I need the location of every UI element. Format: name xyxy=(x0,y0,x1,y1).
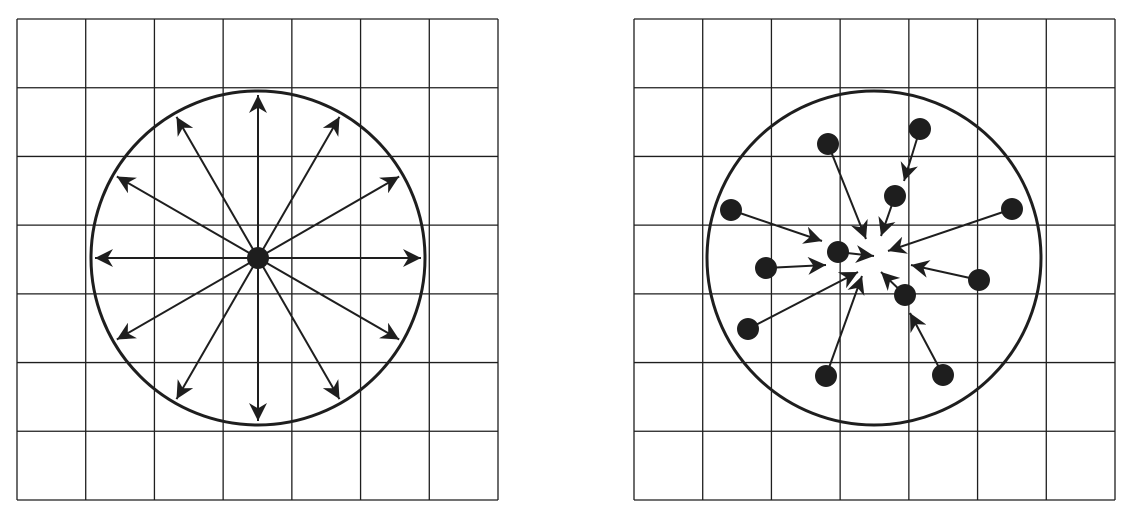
outward-arrow xyxy=(257,257,341,400)
particle-dot xyxy=(932,364,954,386)
outward-arrow xyxy=(116,257,259,341)
dispersal-panel xyxy=(16,18,499,501)
particle-dot xyxy=(737,318,759,340)
inward-arrow xyxy=(825,275,865,377)
outward-arrow xyxy=(175,257,259,400)
particle-dot xyxy=(817,133,839,155)
convergence-panel xyxy=(633,18,1116,501)
boundary-circle xyxy=(89,89,427,427)
inward-arrows xyxy=(730,128,1013,377)
particle-dot xyxy=(827,241,849,263)
particle-dot xyxy=(894,284,916,306)
grid xyxy=(633,18,1116,501)
particle-dot xyxy=(909,118,931,140)
boundary-circle xyxy=(705,89,1043,427)
inward-arrow xyxy=(730,209,823,244)
outward-arrow xyxy=(175,116,259,259)
outward-arrows xyxy=(95,95,421,421)
particle-dot xyxy=(884,185,906,207)
particle-dot xyxy=(720,199,742,221)
outward-arrow xyxy=(116,175,259,259)
outward-arrow xyxy=(257,116,341,259)
outward-arrow xyxy=(257,175,400,259)
particle-dot xyxy=(815,365,837,387)
inward-arrow xyxy=(887,208,1013,254)
outward-arrow xyxy=(257,257,400,341)
inward-arrow xyxy=(747,271,859,330)
particle-dot xyxy=(968,269,990,291)
particle-dots xyxy=(720,118,1023,387)
center-dot xyxy=(247,247,269,269)
inward-arrow xyxy=(909,312,944,376)
particle-dot xyxy=(755,257,777,279)
inward-arrow xyxy=(827,143,868,240)
particle-dot xyxy=(1001,198,1023,220)
inward-arrow xyxy=(910,260,980,281)
